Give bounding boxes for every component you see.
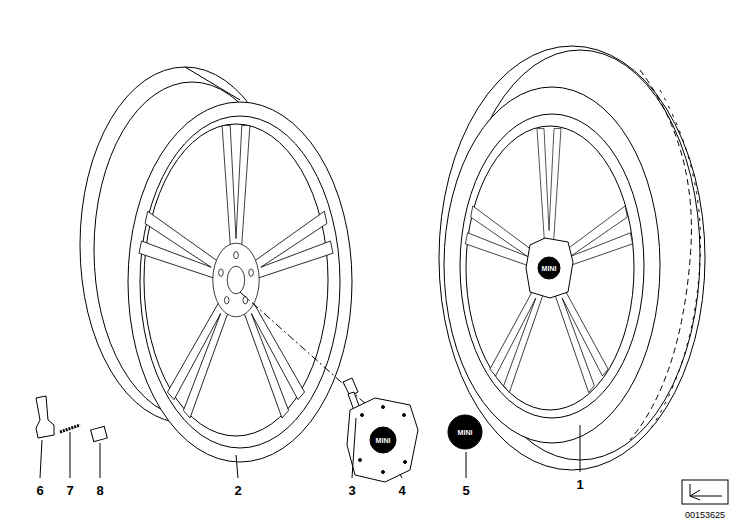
callout-number: 8 bbox=[96, 484, 103, 497]
callout-number: 3 bbox=[348, 484, 355, 497]
logo-text: MINI bbox=[376, 437, 391, 444]
callout-number: 5 bbox=[462, 484, 469, 497]
callout-number: 4 bbox=[398, 484, 405, 497]
callout-number: 6 bbox=[36, 484, 43, 497]
logo-text: MINI bbox=[458, 429, 473, 436]
callout-number: 7 bbox=[66, 484, 73, 497]
callout-number: 2 bbox=[234, 484, 241, 497]
logo-text: MINI bbox=[542, 265, 557, 272]
callout-number: 1 bbox=[576, 478, 583, 491]
drawing-number: 00153625 bbox=[685, 511, 725, 520]
